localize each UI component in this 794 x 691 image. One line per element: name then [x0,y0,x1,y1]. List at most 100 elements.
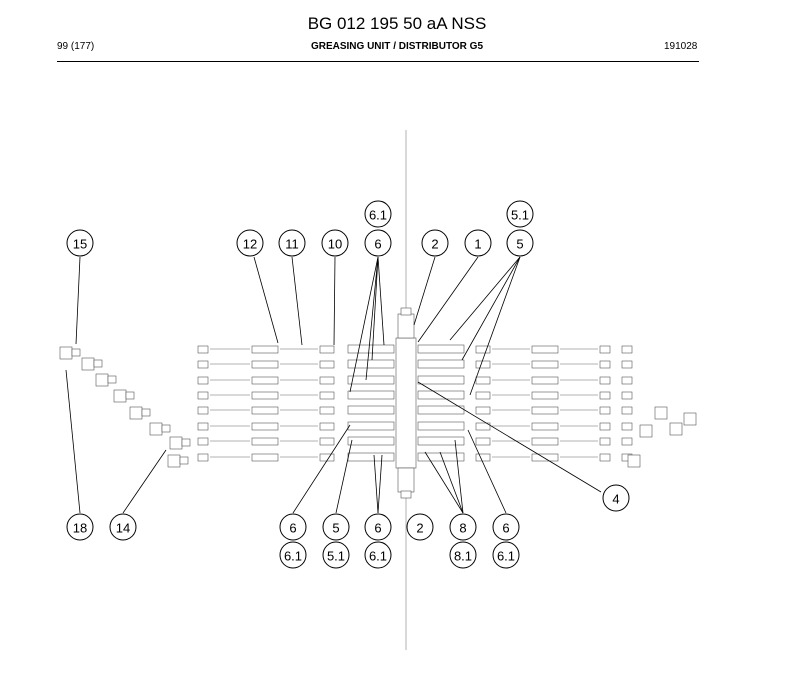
callout-bubble: 5 [322,513,350,541]
callout-label: 5 [332,521,339,536]
callout-circle [492,513,520,541]
callout-bubble: 4 [602,484,630,512]
callout-circle [322,541,350,569]
callout-label: 1 [474,237,481,252]
leader-line [449,256,521,341]
callout-bubble: 6.1 [364,541,392,569]
left-connector [319,406,335,415]
right-valve-block [417,359,465,369]
leader-line [349,256,379,393]
leader-line [373,454,379,514]
right-valve-block [417,390,465,400]
callout-label: 2 [431,237,438,252]
left-elbow-fitting [113,389,127,403]
left-end-nipple [197,345,209,354]
callout-label: 6.1 [369,208,387,223]
callout-bubble: 5.1 [506,200,534,228]
callout-circle [364,513,392,541]
top-fitting [397,313,415,339]
leader-line [333,256,336,346]
leader-line [253,256,279,344]
right-sleeve [531,391,559,400]
leader-line [365,256,379,381]
callout-circle [364,200,392,228]
bottom-fitting-cap [400,490,412,499]
left-elbow-fitting [81,357,95,371]
callout-bubble: 15 [66,229,94,257]
right-end-nipple [599,437,611,446]
left-connector [319,437,335,446]
callout-bubble: 2 [406,513,434,541]
callout-circle [602,484,630,512]
callout-circle [66,513,94,541]
left-end-nipple [197,453,209,462]
callout-label: 5.1 [327,549,345,564]
left-elbow-fitting [59,346,73,360]
callout-circle [506,229,534,257]
left-valve-block [347,436,395,446]
left-connector [319,391,335,400]
distributor-assembly [59,130,697,650]
callout-label: 10 [328,237,342,252]
left-connector [319,422,335,431]
left-sleeve [251,453,279,462]
callout-label: 4 [612,492,619,507]
left-connector [319,345,335,354]
callout-circle [236,229,264,257]
right-end-nipple [599,391,611,400]
right-sleeve [531,437,559,446]
left-elbow-outlet [107,375,117,384]
right-sleeve [531,422,559,431]
callout-label: 18 [73,521,87,536]
callout-bubble: 6 [492,513,520,541]
leader-line [413,256,436,326]
left-connector [319,360,335,369]
callout-circle [449,541,477,569]
outlet-row [197,452,633,462]
left-valve-block [347,375,395,385]
callout-label: 6.1 [497,549,515,564]
callout-bubble: 10 [321,229,349,257]
right-end-nipple [599,345,611,354]
right-end-cap [621,391,633,400]
callout-label: 6 [502,521,509,536]
document-code: 191028 [664,41,698,52]
callout-label: 8.1 [454,549,472,564]
leader-line [424,451,464,514]
callout-bubble: 14 [109,513,137,541]
callout-label: 12 [243,237,257,252]
right-end-nipple [599,360,611,369]
leader-line [291,256,303,346]
callout-label: 2 [416,521,423,536]
left-sleeve [251,422,279,431]
callout-label: 6 [374,237,381,252]
callout-circle [322,513,350,541]
right-connector [475,345,491,354]
leader-line [377,256,385,346]
top-fitting-cap [400,307,412,316]
callout-label: 6.1 [284,549,302,564]
outlet-row [197,436,633,446]
callout-bubble: 18 [66,513,94,541]
section-title: GREASING UNIT / DISTRIBUTOR G5 [310,41,484,52]
bottom-fitting [397,467,415,493]
left-end-nipple [197,437,209,446]
left-end-nipple [197,391,209,400]
left-end-nipple [197,422,209,431]
callout-bubble: 6 [279,513,307,541]
callout-bubble: 2 [421,229,449,257]
outlet-row [197,390,633,400]
leader-lines [65,256,602,514]
callout-circle [506,200,534,228]
left-connector [319,376,335,385]
leader-line [417,256,479,343]
right-sleeve [531,406,559,415]
callout-circle [364,229,392,257]
left-elbow-outlet [181,438,191,447]
right-valve-block [417,436,465,446]
callout-bubble: 6 [364,229,392,257]
callout-circle [321,229,349,257]
right-connector [475,406,491,415]
left-elbow-fitting [95,373,109,387]
